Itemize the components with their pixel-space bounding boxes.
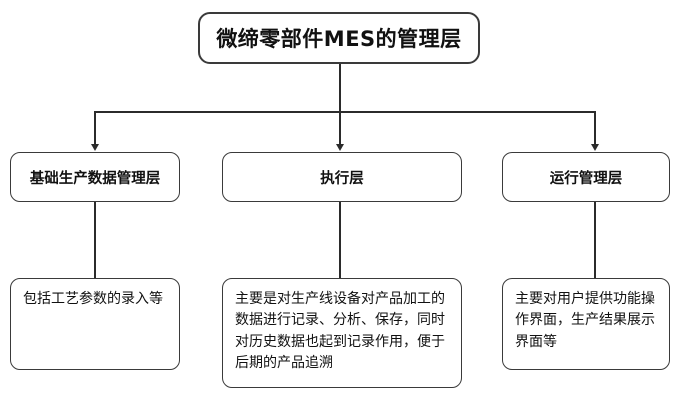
node-layer-execution[interactable]: 执行层 [222,152,462,202]
arrowhead-layer-0-icon [90,144,99,151]
node-layer-2-label: 运行管理层 [549,170,623,187]
connector-horizontal-bus [95,111,595,113]
node-detail-1-label: 主要是对生产线设备对产品加工的数据进行记录、分析、保存，同时对历史数据也起到记录… [235,291,445,371]
connector-root-stem [339,64,341,112]
node-title-management-layer[interactable]: 微缔零部件MES的管理层 [198,12,480,64]
connector-bus-to-layer-1 [339,111,341,146]
node-detail-basic-production-data[interactable]: 包括工艺参数的录入等 [10,278,180,370]
node-layer-operation-management[interactable]: 运行管理层 [502,152,670,202]
node-detail-0-label: 包括工艺参数的录入等 [23,291,163,307]
node-layer-0-label: 基础生产数据管理层 [29,170,161,187]
connector-layer-0-to-detail-0 [94,202,96,278]
node-layer-1-label: 执行层 [320,170,364,187]
node-layer-basic-production-data[interactable]: 基础生产数据管理层 [10,152,180,202]
connector-bus-to-layer-2 [594,111,596,146]
connector-layer-2-to-detail-2 [594,202,596,278]
arrowhead-layer-1-icon [335,144,344,151]
connector-bus-to-layer-0 [94,111,96,146]
connector-layer-1-to-detail-1 [339,202,341,278]
node-detail-execution[interactable]: 主要是对生产线设备对产品加工的数据进行记录、分析、保存，同时对历史数据也起到记录… [222,278,462,388]
node-detail-2-label: 主要对用户提供功能操作界面，生产结果展示界面等 [515,291,655,350]
arrowhead-layer-2-icon [590,144,599,151]
node-title-label: 微缔零部件MES的管理层 [216,27,462,51]
node-detail-operation-management[interactable]: 主要对用户提供功能操作界面，生产结果展示界面等 [502,278,670,370]
